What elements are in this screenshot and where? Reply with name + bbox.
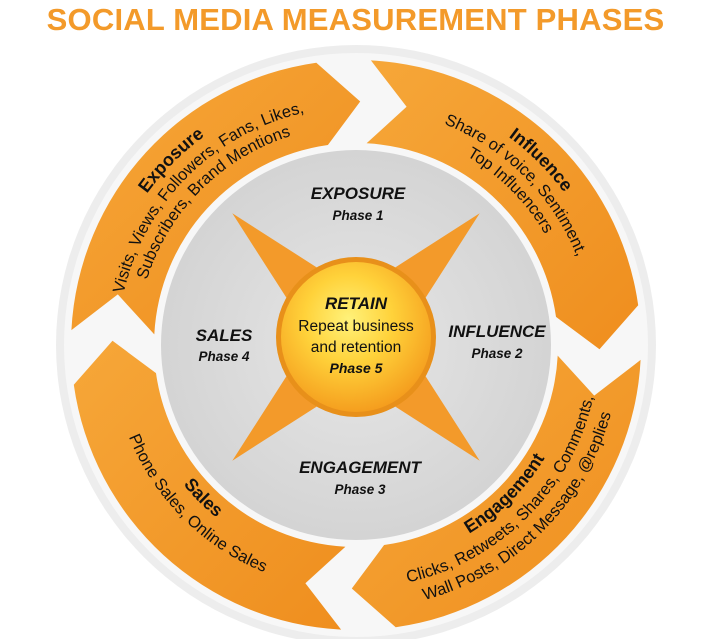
phase-2-name: INFLUENCE <box>448 322 546 341</box>
influence-arc <box>366 60 639 350</box>
sales-arc <box>73 340 346 630</box>
phase-1-number: Phase 1 <box>332 208 383 223</box>
center-line-2: and retention <box>311 339 402 356</box>
center-sun <box>281 262 431 412</box>
page-title: SOCIAL MEDIA MEASUREMENT PHASES <box>46 2 665 37</box>
star-rays <box>232 213 480 461</box>
phase-3-number: Phase 3 <box>334 482 386 497</box>
phase-4-name: SALES <box>196 326 253 345</box>
phase-4-number: Phase 4 <box>198 349 250 364</box>
center-title: RETAIN <box>325 294 388 313</box>
phase-2-number: Phase 2 <box>471 346 523 361</box>
exposure-arc <box>71 62 361 335</box>
engagement-arc <box>351 355 641 628</box>
phase-3-name: ENGAGEMENT <box>299 458 422 477</box>
center-phase: Phase 5 <box>330 360 383 376</box>
phase-1-name: EXPOSURE <box>311 184 406 203</box>
center-line-1: Repeat business <box>298 318 414 335</box>
